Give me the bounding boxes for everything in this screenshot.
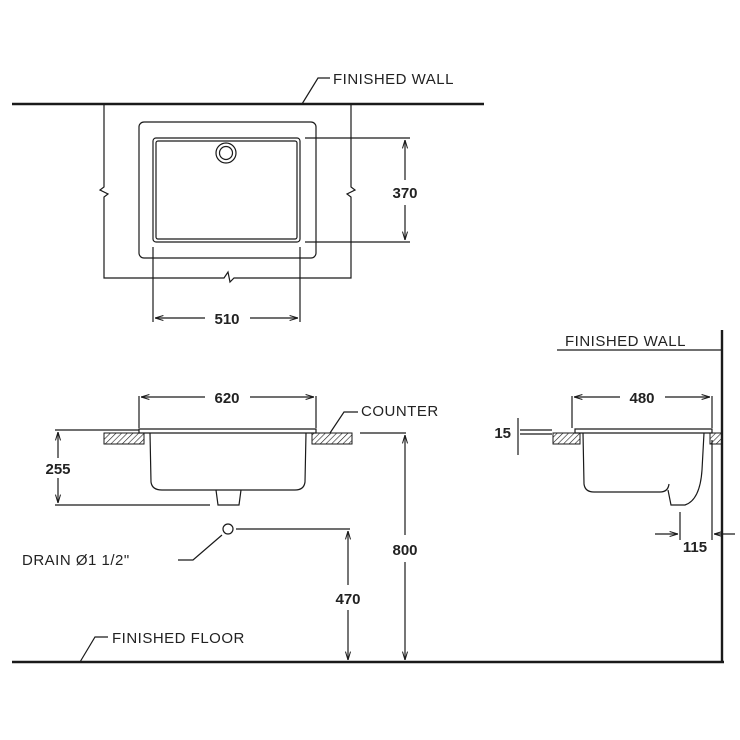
counter-leader [329,411,358,434]
side-bowl-profile [582,432,670,493]
drain-outlet-icon [222,523,234,535]
drain-stub [215,489,242,506]
finished-floor-label: FINISHED FLOOR [112,630,245,647]
dim-800: 800 [392,542,417,559]
counter-left [103,432,145,445]
drain-hole-icon [215,142,237,164]
basin-bowl [152,137,301,243]
counter-label: COUNTER [361,403,439,420]
drain-label: DRAIN Ø1 1/2" [22,552,130,569]
dim-470: 470 [335,591,360,608]
side-counter-front [552,432,581,445]
dim-480: 480 [629,390,654,407]
basin-bowl-inner [155,140,298,240]
dim-370: 370 [392,185,417,202]
floor-leader [79,636,108,663]
side-drain-profile [667,432,705,506]
cabinet-outline [98,104,357,284]
finished-wall-side-label: FINISHED WALL [565,333,686,350]
side-basin-rim [574,428,713,434]
drain-hole-inner [218,145,234,161]
side-view: FINISHED WALL 480 15 115 [494,330,735,663]
basin-rim [138,428,317,434]
dim-510: 510 [214,311,239,328]
front-view: 620 COUNTER 255 800 470 DRAIN Ø1 1/2" FI… [12,390,724,664]
side-counter-back [709,432,723,445]
counter-right [311,432,353,445]
drain-leader [178,534,223,561]
top-view: FINISHED WALL 370 510 [12,71,484,328]
finished-wall-label: FINISHED WALL [333,71,454,88]
basin-bowl-profile [149,432,307,491]
basin-outer-rim [138,121,317,259]
dim-255: 255 [45,461,70,478]
dim-115: 115 [683,539,707,556]
dim-620: 620 [214,390,239,407]
dim-15: 15 [494,425,511,442]
wall-leader [301,77,330,105]
